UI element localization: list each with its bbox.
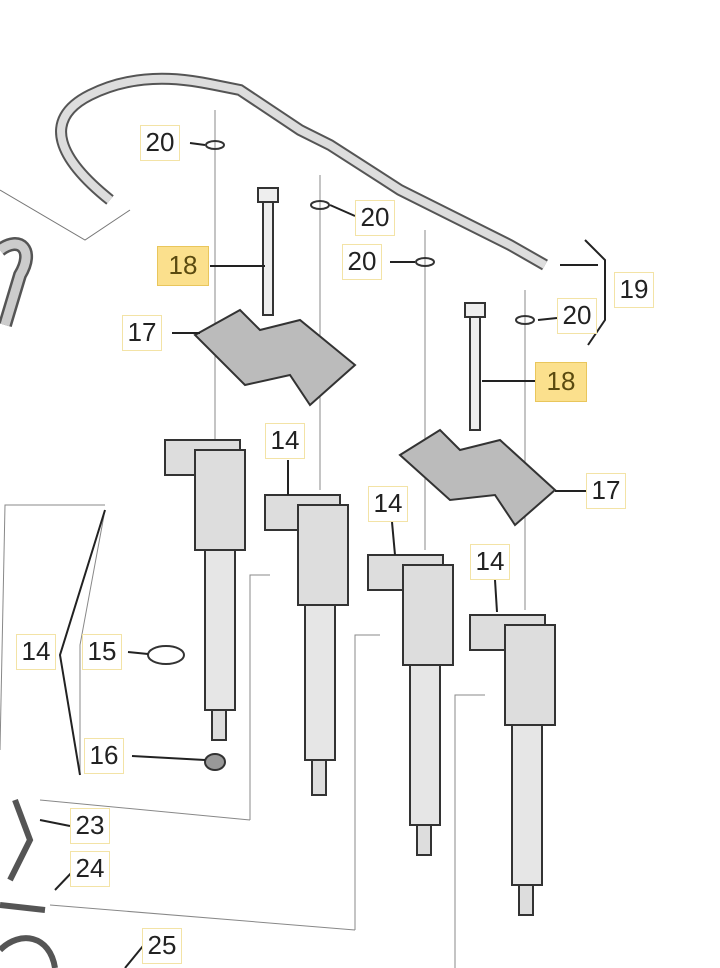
injector [164,439,246,741]
bolt [469,314,481,431]
injection-pipe [0,902,46,913]
callout-20: 20 [140,125,180,161]
callout-14: 14 [16,634,56,670]
injection-pipe [7,798,34,882]
injector [469,614,556,916]
callout-23: 23 [70,808,110,844]
callout-14: 14 [470,544,510,580]
callout-19: 19 [614,272,654,308]
callout-16: 16 [84,738,124,774]
injector [264,494,349,796]
callout-18-highlighted: 18 [157,246,209,286]
callout-20: 20 [557,298,597,334]
callout-14: 14 [368,486,408,522]
callout-15: 15 [82,634,122,670]
callout-14: 14 [265,423,305,459]
clamp [398,428,557,527]
callout-18-highlighted: 18 [535,362,587,402]
callout-20: 20 [342,244,382,280]
callout-17: 17 [122,315,162,351]
washer [204,753,226,771]
injection-pipe [0,935,58,968]
callout-20: 20 [355,200,395,236]
callout-25: 25 [142,928,182,964]
seal-ring [147,645,185,665]
clamp [193,308,357,407]
callout-17: 17 [586,473,626,509]
callout-24: 24 [70,851,110,887]
leak-off-line [55,72,548,271]
injector [367,554,454,856]
bolt [262,199,274,316]
